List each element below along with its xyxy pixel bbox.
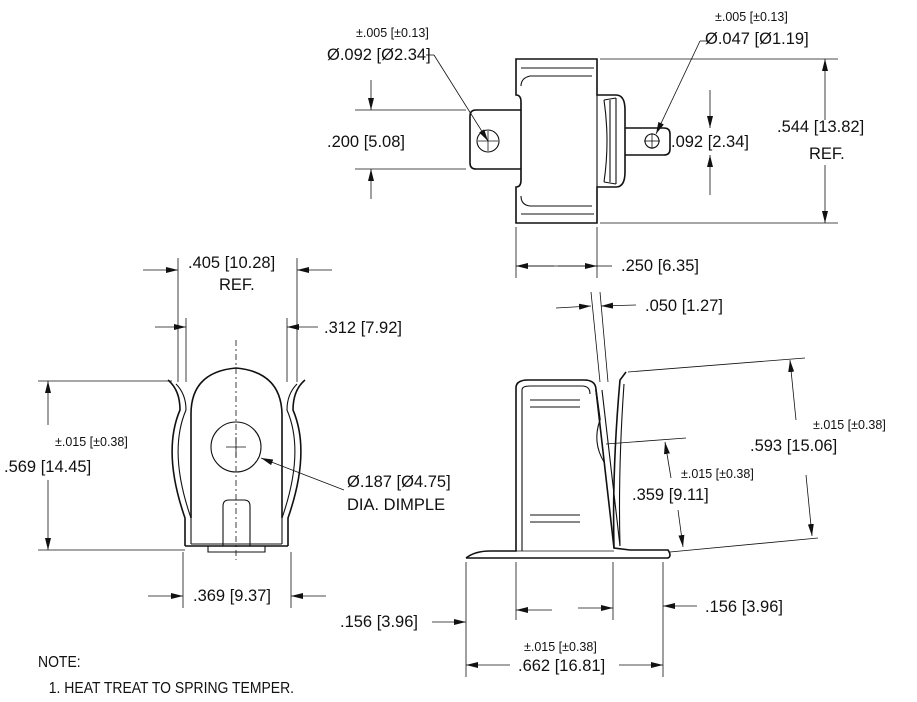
base-width-dimension: .369 [9.37] — [193, 587, 271, 605]
overall-height-dimension: .544 [13.82] — [777, 118, 864, 136]
tab-width-dimension: .200 [5.08] — [327, 133, 405, 151]
contact-plate — [190, 367, 283, 518]
body-outline — [515, 58, 626, 224]
body-width-dimension: .250 [6.35] — [621, 257, 699, 275]
hole-left-tolerance: ±.005 [±0.13] — [356, 26, 429, 40]
notes-heading: NOTE: — [38, 654, 81, 671]
top-width-dimension: .405 [10.28] — [188, 254, 275, 272]
base-plate — [465, 379, 601, 559]
hole-right-tolerance: ±.005 [±0.13] — [715, 10, 788, 24]
foot-left-dimension: .156 [3.96] — [340, 613, 418, 631]
thickness-dimension: .050 [1.27] — [645, 297, 723, 315]
left-tab-hole — [476, 129, 500, 153]
dimple-height-dimension: .359 [9.11] — [632, 486, 709, 504]
height-tolerance: ±.015 [±0.38] — [55, 435, 128, 449]
top-width-ref: REF. — [219, 276, 255, 294]
notes-block: NOTE: 1. HEAT TREAT TO SPRING TEMPER. — [38, 650, 294, 702]
side-view: .050 [1.27] ±.015 [±0.38] .593 [15.06] ±… — [340, 291, 886, 677]
right-tab-outline — [625, 127, 671, 156]
spring-height-tolerance: ±.015 [±0.38] — [813, 418, 886, 432]
spring-height-dimension: .593 [15.06] — [750, 437, 837, 455]
foot-right-dimension: .156 [3.96] — [705, 598, 783, 616]
front-view: .405 [10.28] REF. .312 [7.92] ±.015 [±0.… — [4, 254, 451, 608]
dimple-height-tolerance: ±.015 [±0.38] — [681, 467, 754, 481]
dimple-label: DIA. DIMPLE — [347, 496, 445, 514]
overall-height-ref: REF. — [809, 145, 845, 163]
dimple-diameter: Ø.187 [Ø4.75] — [347, 473, 451, 491]
hole-left-diameter: Ø.092 [Ø2.34] — [327, 46, 431, 64]
left-tab-outline — [469, 109, 521, 170]
length-tolerance: ±.015 [±0.38] — [524, 640, 597, 654]
note-item: 1. HEAT TREAT TO SPRING TEMPER. — [48, 680, 295, 697]
hole-right-diameter: Ø.047 [Ø1.19] — [705, 30, 809, 48]
length-dimension: .662 [16.81] — [518, 657, 605, 675]
height-dimension: .569 [14.45] — [4, 458, 91, 476]
clip-outline — [167, 379, 186, 546]
inner-width-dimension: .312 [7.92] — [324, 319, 402, 337]
top-view: ±.005 [±0.13] Ø.092 [Ø2.34] .200 [5.08] … — [327, 10, 864, 278]
right-tab-width-dimension: .092 [2.34] — [671, 133, 749, 151]
